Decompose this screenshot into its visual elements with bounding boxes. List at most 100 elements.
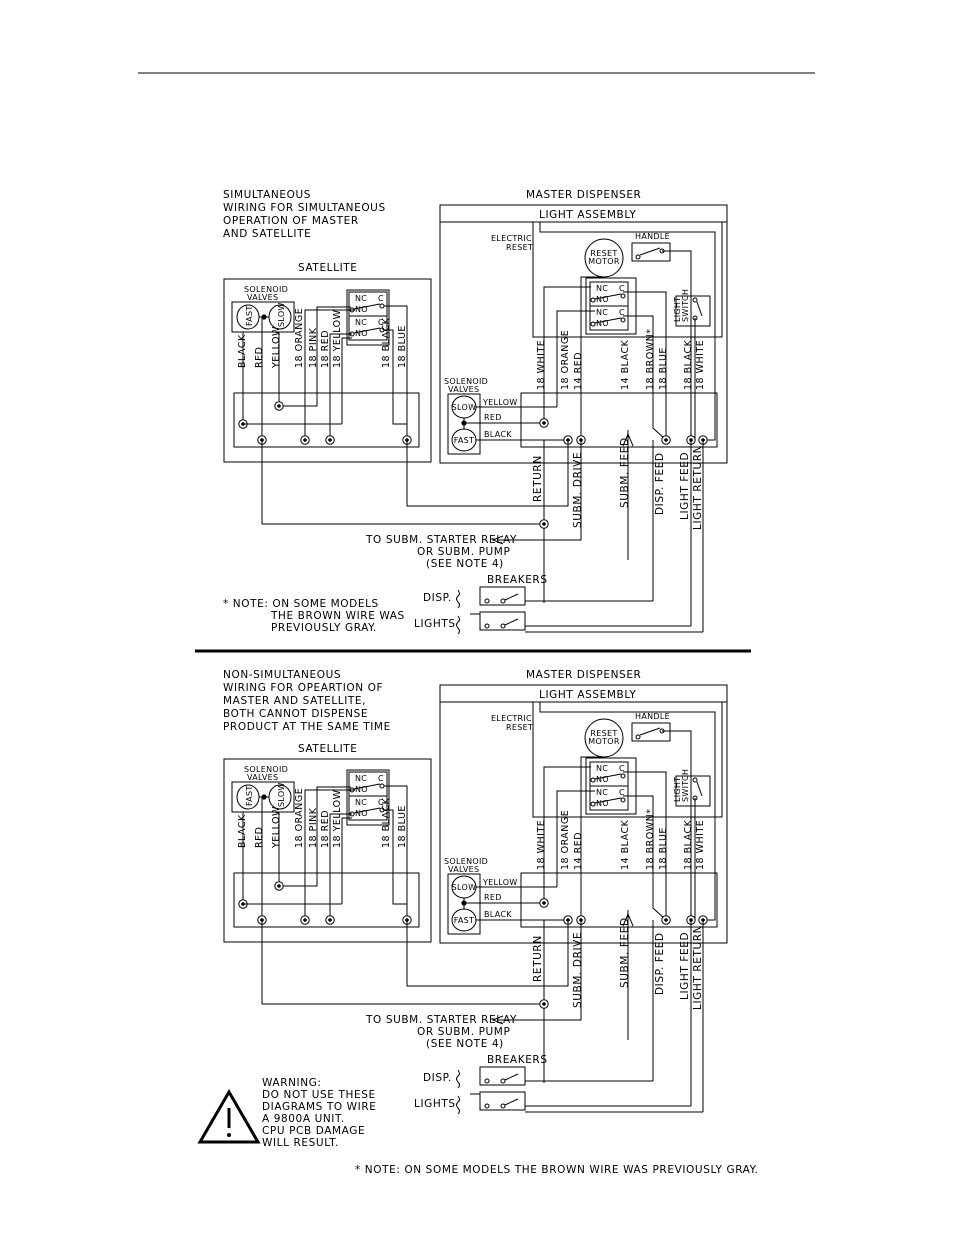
nonsim-ms-fast-label: FAST bbox=[454, 916, 475, 925]
sim-sat-blue-wire bbox=[384, 305, 408, 440]
nonsim-master-orange-wire bbox=[556, 790, 595, 887]
sim-master-red-wire bbox=[580, 276, 604, 440]
nonsim-master-relay-b-c-label: C bbox=[619, 788, 625, 797]
nonsim-master-box bbox=[439, 684, 728, 944]
nonsim-sat-orange-wire bbox=[304, 789, 355, 920]
nonsim-master-relay-a-switch-arm bbox=[594, 773, 622, 780]
sim-ms-term-white-center bbox=[542, 421, 546, 425]
nonsim-ms-slow-label: SLOW bbox=[452, 883, 477, 892]
sim-sat-solenoid-frame bbox=[231, 301, 295, 333]
sim-ms-red-label: RED bbox=[484, 413, 502, 422]
sim-master-relay-b-nc-label: NC bbox=[596, 308, 608, 317]
sim-lights-breaker-b bbox=[500, 623, 506, 629]
nonsim-master-wire-label-2: 14 RED bbox=[573, 832, 584, 870]
sim-note-line-0: * NOTE: ON SOME MODELS bbox=[223, 598, 379, 610]
nonsim-lights-breaker-a bbox=[484, 1103, 490, 1109]
nonsim-sat-term-orange-center bbox=[303, 918, 307, 922]
sim-master-wire-label-2: 14 RED bbox=[573, 352, 584, 390]
sim-sat-solenoid-label-2: VALVES bbox=[247, 293, 278, 302]
sim-sat-relay-b-frame bbox=[348, 315, 388, 341]
sim-master-relay-b-no-label: NO bbox=[596, 319, 609, 328]
sim-sat-term-yellow-center bbox=[277, 404, 281, 408]
sim-sat-relay-a-no-label: NO bbox=[355, 305, 368, 314]
sim-sat-relay-a-switch-arm bbox=[353, 303, 381, 310]
nonsim-sat-relay-b-no-label: NO bbox=[355, 809, 368, 818]
nonsim-sat-solenoid-frame bbox=[231, 781, 295, 813]
nonsim-master-wire-label-0: 18 WHITE bbox=[536, 820, 547, 870]
sim-sat-term-red2-center bbox=[328, 438, 332, 442]
nonsim-light-switch-arm bbox=[696, 781, 703, 797]
warning-line-0: WARNING: bbox=[262, 1077, 322, 1089]
nonsim-sat-solenoid-label-1: SOLENOID bbox=[244, 765, 288, 774]
nonsim-master-relay-b-frame bbox=[589, 785, 629, 811]
nonsim-sat-term-red2-center bbox=[328, 918, 332, 922]
sim-starter-line-2: OR SUBM. PUMP bbox=[417, 546, 510, 558]
sim-master-blue-wire bbox=[623, 291, 667, 440]
nonsim-sat-fast-label: FAST bbox=[245, 785, 254, 806]
nonsim-master-terminal-strip bbox=[520, 872, 718, 928]
sim-sat-wire-label-6: 18 YELLOW bbox=[332, 309, 343, 368]
sim-bottom-label-4: LIGHT FEED bbox=[679, 452, 691, 520]
sim-master-orange-wire bbox=[556, 310, 595, 407]
sim-sat-wire-label-5: 18 RED bbox=[320, 330, 331, 368]
nonsim-ms-term-blue-center bbox=[664, 918, 668, 922]
nonsim-master-black-wire bbox=[662, 730, 692, 920]
sim-title-line-2: OPERATION OF MASTER bbox=[223, 215, 359, 227]
nonsim-bottom-label-1: SUBM. DRIVE bbox=[572, 932, 584, 1008]
sim-breakers-title: BREAKERS bbox=[487, 574, 548, 586]
nonsim-master-relay-b-switch-arm bbox=[594, 797, 622, 804]
nonsim-reset-motor-label-2: MOTOR bbox=[588, 737, 620, 746]
sim-ms-term-blue-center bbox=[664, 438, 668, 442]
sim-bottom-label-5: LIGHT RETURN bbox=[692, 445, 704, 530]
nonsim-sat-relay-frame bbox=[346, 769, 390, 826]
nonsim-master-relay-a-no-label: NO bbox=[596, 775, 609, 784]
sim-reset-motor-label-2: MOTOR bbox=[588, 257, 620, 266]
sim-disp-brace bbox=[456, 589, 460, 609]
nonsim-sat-wire-label-8: 18 BLUE bbox=[397, 805, 408, 848]
nonsim-master-relay-a-c-contact bbox=[620, 773, 626, 779]
sim-lights-label: LIGHTS bbox=[414, 618, 456, 630]
nonsim-ms-red-label: RED bbox=[484, 893, 502, 902]
sim-ms-solenoid-label-2: VALVES bbox=[448, 385, 479, 394]
nonsim-master-wire-label-4: 18 BROWN* bbox=[645, 809, 656, 870]
nonsim-starter-arrow bbox=[491, 1015, 504, 1025]
nonsim-light-assembly-box bbox=[532, 701, 723, 818]
nonsim-master-relay-a-nc-label: NC bbox=[596, 764, 608, 773]
nonsim-sat-slow-label: SLOW bbox=[277, 782, 286, 807]
sim-sat-wire-label-8: 18 BLUE bbox=[397, 325, 408, 368]
nonsim-disp-breaker-b bbox=[500, 1078, 506, 1084]
sim-handle-switch-box bbox=[631, 242, 671, 262]
nonsim-sat-relay-a-c-contact bbox=[379, 783, 385, 789]
nonsim-sat-wire-label-3: 18 ORANGE bbox=[294, 788, 305, 848]
sim-satellite-terminal-strip bbox=[233, 392, 420, 448]
sim-master-terminal-strip bbox=[520, 392, 718, 448]
sim-sat-relay-a-c-label: C bbox=[378, 294, 384, 303]
nonsim-light-switch-label-1: LIGHT bbox=[673, 777, 682, 802]
nonsim-sat-blue-run bbox=[406, 920, 569, 987]
sim-lights-breaker-box bbox=[479, 611, 526, 631]
sim-light-switch-label-1: LIGHT bbox=[673, 297, 682, 322]
sim-master-light-return bbox=[539, 222, 716, 441]
nonsim-sat-solenoid-label-2: VALVES bbox=[247, 773, 278, 782]
nonsim-ms-yellow-label: YELLOW bbox=[482, 878, 518, 887]
sim-bottom-label-2: SUBM. FEED bbox=[619, 437, 631, 508]
sim-subm-drive-wire bbox=[497, 440, 582, 541]
sim-subm-feed-arrow bbox=[622, 432, 634, 447]
sim-master-title: MASTER DISPENSER bbox=[526, 189, 641, 201]
sim-sat-relay-b-no-label: NO bbox=[355, 329, 368, 338]
sim-sat-wire-label-7: 18 BLACK bbox=[381, 317, 392, 368]
sim-disp-breaker-box bbox=[479, 586, 526, 606]
nonsim-handle-label: HANDLE bbox=[635, 712, 670, 721]
nonsim-lights-label: LIGHTS bbox=[414, 1098, 456, 1110]
nonsim-bottom-label-0: RETURN bbox=[532, 935, 544, 982]
nonsim-title-line-0: NON-SIMULTANEOUS bbox=[223, 669, 341, 681]
nonsim-light-switch-label-2: SWITCH bbox=[681, 769, 690, 802]
sim-disp-breaker-arm bbox=[504, 593, 519, 601]
nonsim-disp-breaker-a bbox=[484, 1078, 490, 1084]
sim-title-line-0: SIMULTANEOUS bbox=[223, 189, 311, 201]
nonsim-title-line-2: MASTER AND SATELLITE, bbox=[223, 695, 366, 707]
warning-line-4: CPU PCB DAMAGE bbox=[262, 1125, 365, 1137]
nonsim-master-red-wire bbox=[580, 756, 604, 920]
